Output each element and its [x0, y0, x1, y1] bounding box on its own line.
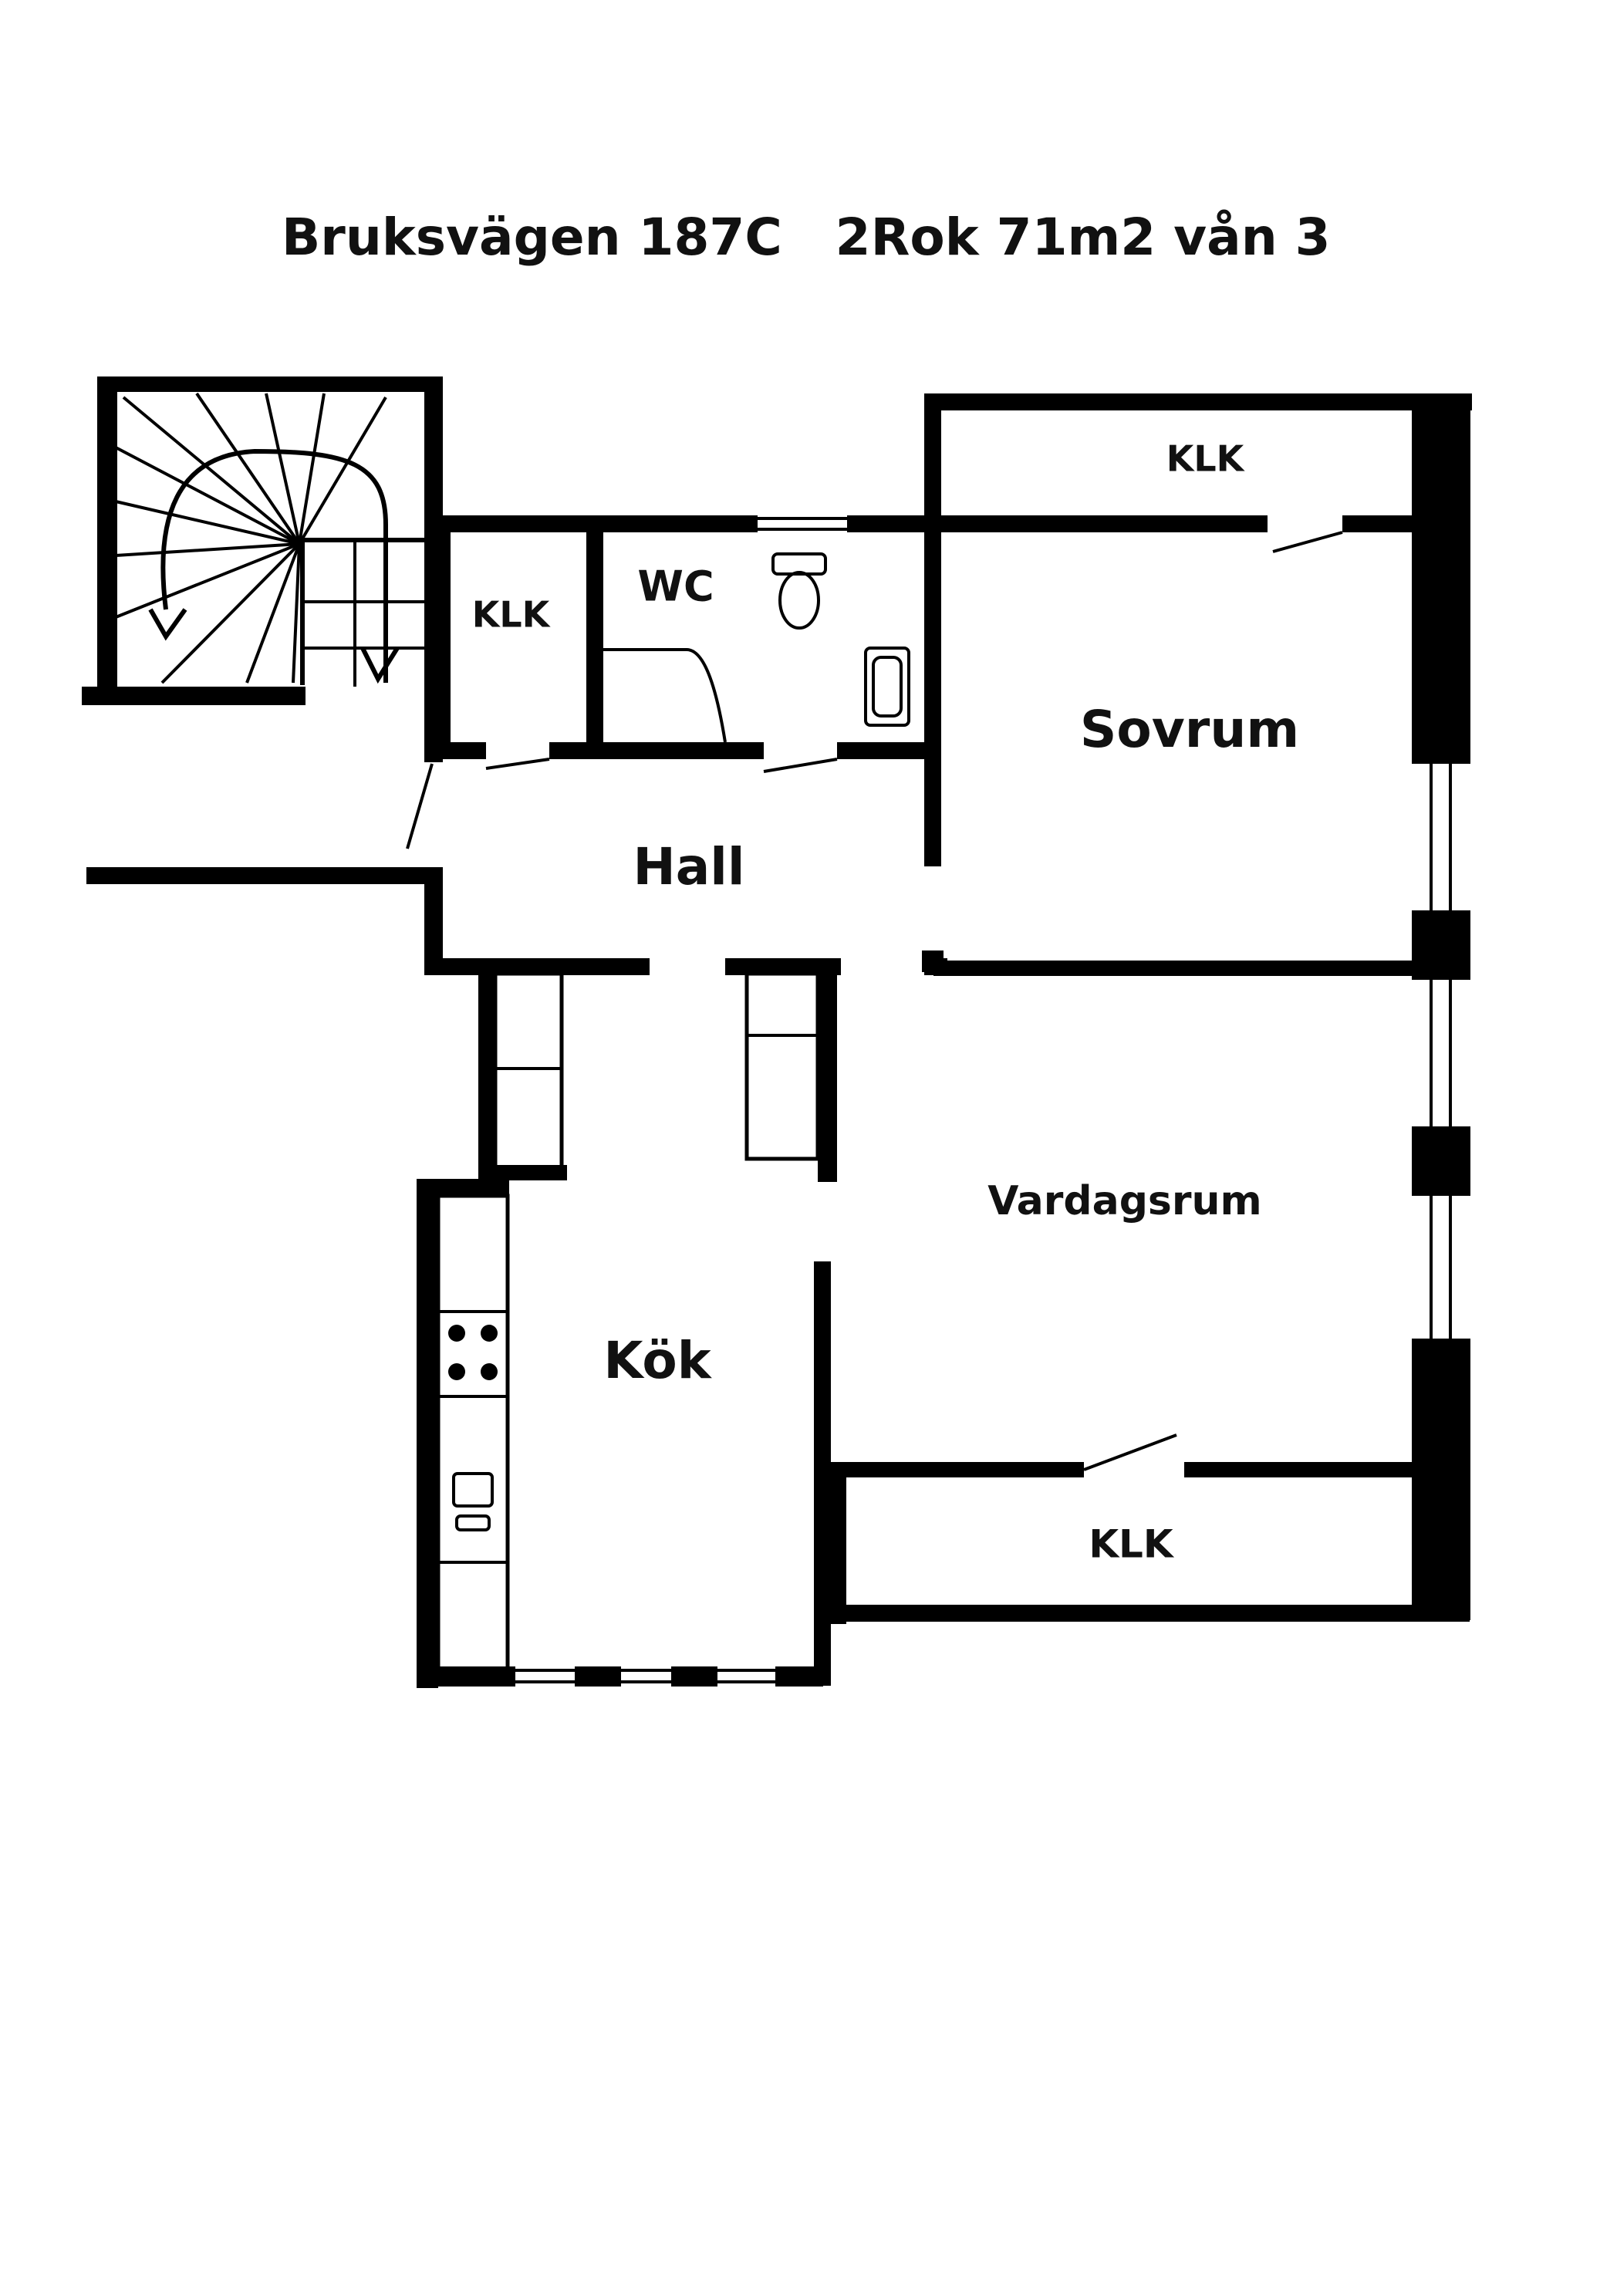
room-label-klk-left: KLK — [472, 594, 552, 636]
room-label-vardagsrum: Vardagsrum — [987, 1178, 1261, 1224]
room-label-kok: Kök — [603, 1331, 712, 1390]
room-label-klk-bottom: KLK — [1089, 1522, 1175, 1567]
staircase-icon — [82, 376, 443, 762]
sink-icon — [864, 647, 910, 727]
plan-title: Bruksvägen 187C 2Rok 71m2 vån 3 — [282, 208, 1331, 267]
kitchen-sink-icon — [452, 1472, 494, 1531]
room-label-hall: Hall — [633, 837, 744, 896]
walls — [86, 393, 1472, 1688]
kitchen-counter — [436, 1194, 510, 1673]
room-label-wc: WC — [637, 562, 714, 611]
room-label-klk-top-right: KLK — [1166, 438, 1246, 480]
room-label-sovrum: Sovrum — [1080, 700, 1299, 759]
stove-icon — [448, 1325, 498, 1380]
toilet-icon — [771, 552, 827, 630]
